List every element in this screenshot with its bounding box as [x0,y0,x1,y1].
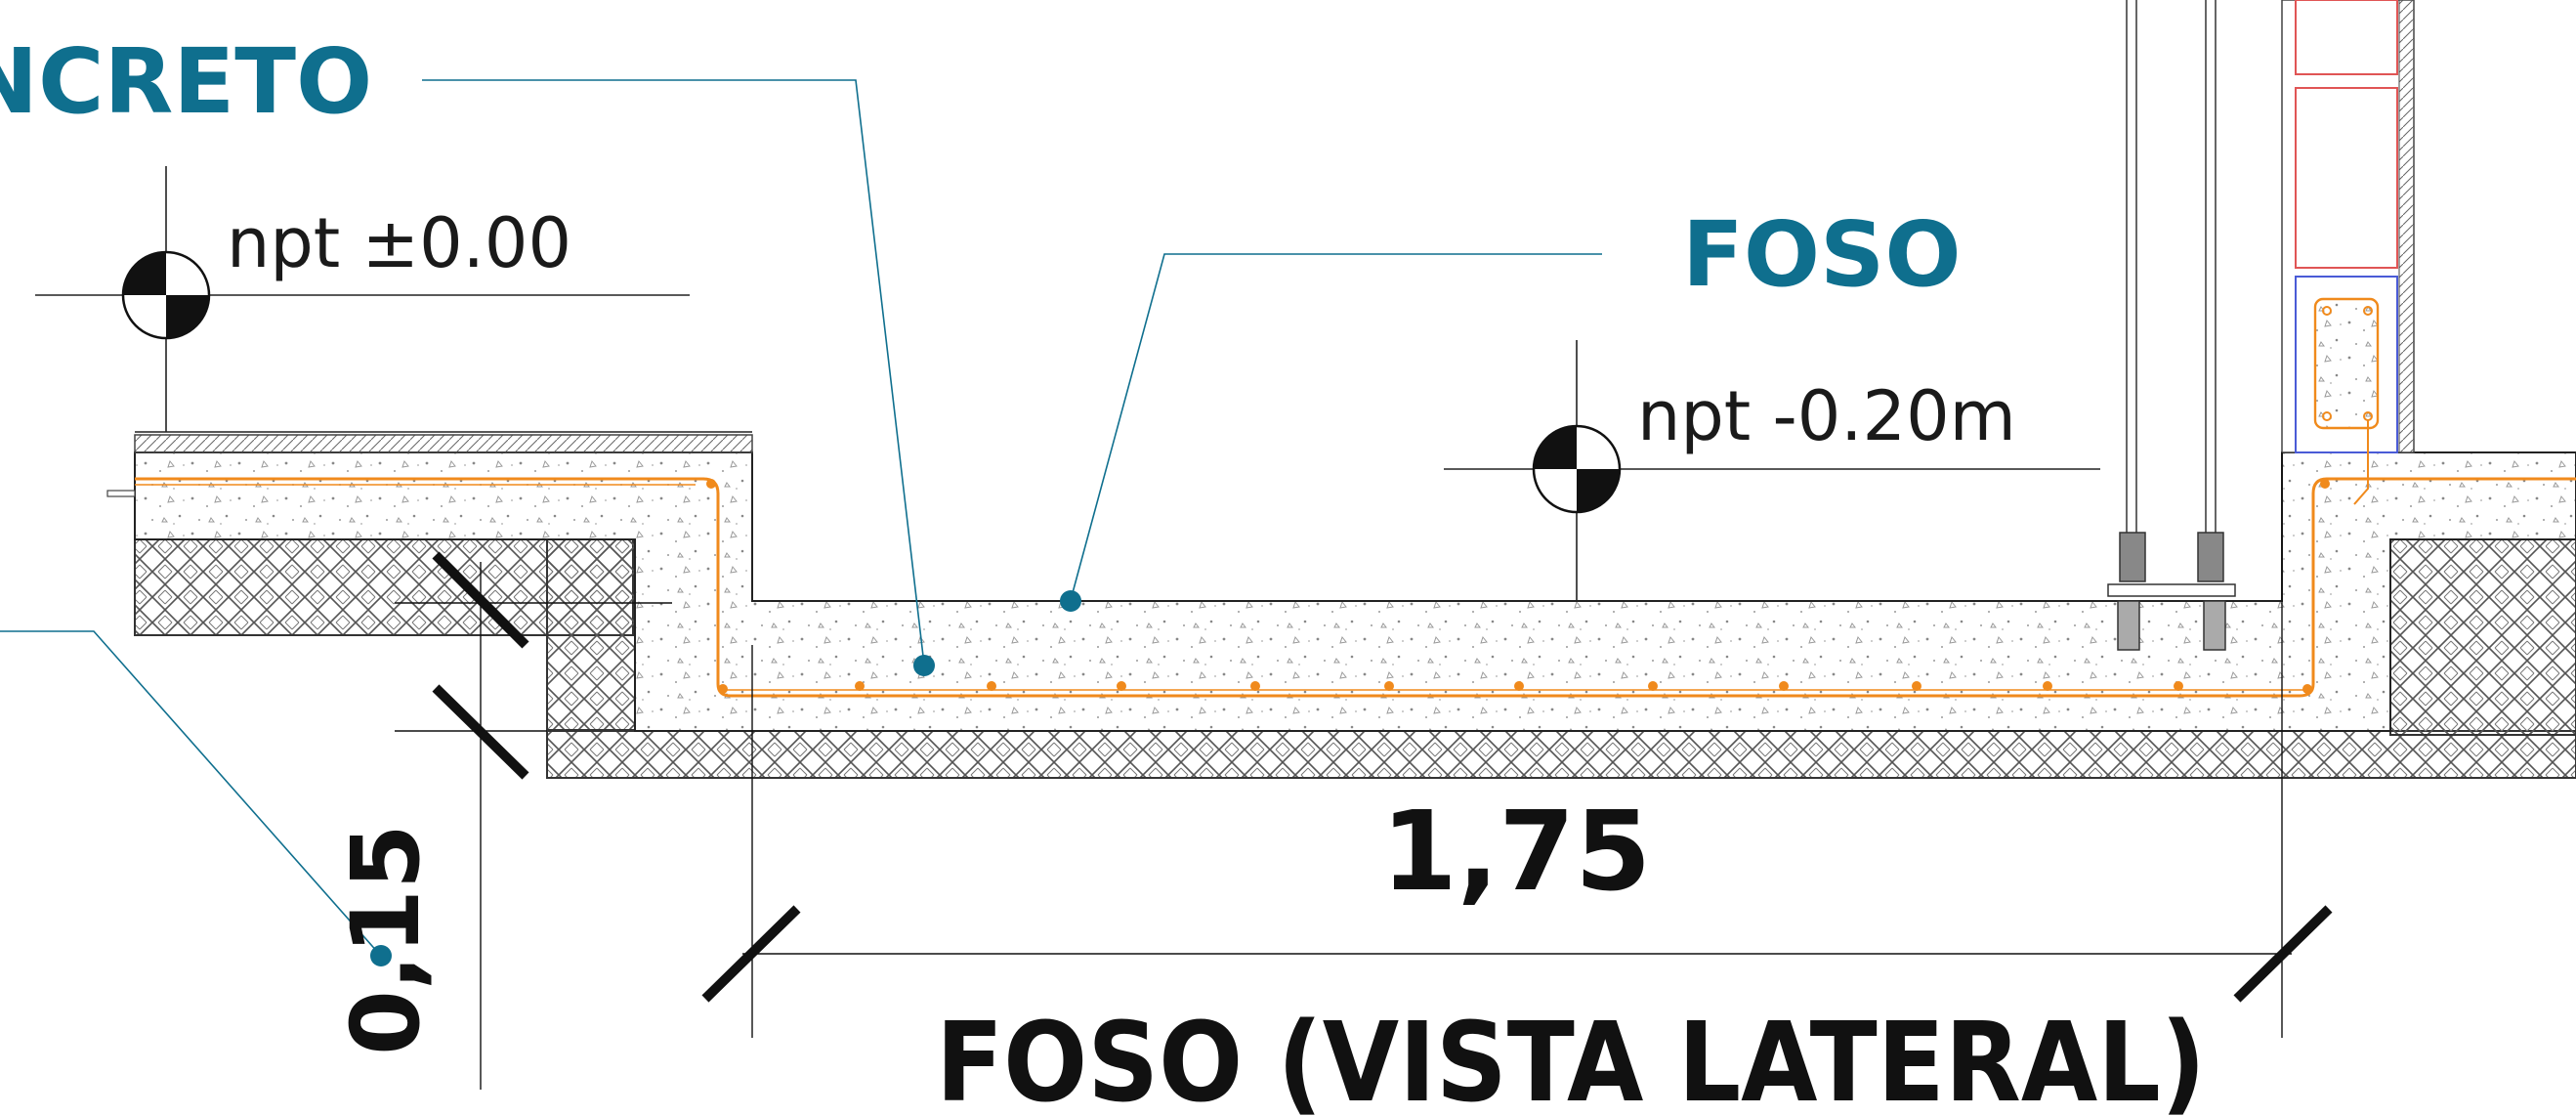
level-pit-label: npt -0.20m [1637,376,2016,456]
dimension-width-value: 1,75 [1381,789,1651,916]
concrete-callout: NCRETO [0,29,935,676]
masonry-wall [2281,0,2415,505]
pit-callout-label: FOSO [1682,202,1962,307]
dimension-depth: 0,15 [331,551,672,1090]
soil-callout [0,630,392,966]
dimension-tick-icon [2233,905,2333,1003]
concrete-slab [106,431,2576,732]
rebar-dots [706,479,2330,694]
drawing-title: FOSO (VISTA LATERAL) [936,1000,2206,1116]
level-marker-top: npt ±0.00 [35,166,690,432]
dimension-tick-icon [432,684,529,780]
dimension-depth-value: 0,15 [331,824,441,1055]
dimension-width: 1,75 [701,452,2333,1038]
concrete-callout-label: NCRETO [0,29,372,134]
soil-hatch [134,538,2576,779]
leader-dot-icon [1060,590,1081,612]
dimension-tick-icon [432,551,529,649]
dimension-tick-icon [701,905,801,1003]
level-datum-icon [121,250,211,340]
rebar [135,477,2576,698]
level-top-label: npt ±0.00 [227,203,571,283]
level-datum-icon [1532,424,1622,514]
pit-callout: FOSO [1060,202,1962,612]
rail-anchors [2107,0,2236,651]
level-marker-pit: npt -0.20m [1444,340,2100,601]
leader-dot-icon [913,655,935,676]
leader-dot-icon [370,945,392,966]
